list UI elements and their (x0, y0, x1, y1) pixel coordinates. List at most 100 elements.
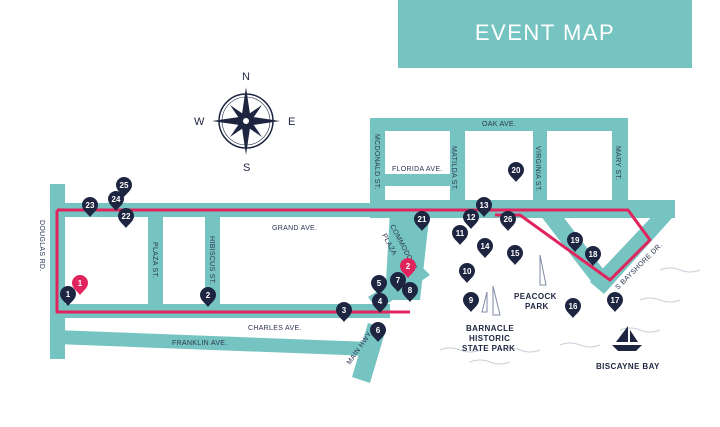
location-marker[interactable]: 7 (390, 272, 406, 292)
location-marker[interactable]: 8 (402, 282, 418, 302)
marker-number: 22 (122, 212, 131, 221)
compass-rose: N S E W (194, 71, 295, 174)
location-marker[interactable]: 15 (507, 245, 523, 265)
map-pin-icon (452, 225, 468, 245)
marker-number: 9 (469, 296, 474, 305)
sailboat-icon (539, 254, 547, 286)
marker-number: 21 (418, 215, 427, 224)
florida-ave (385, 174, 450, 186)
location-marker[interactable]: 23 (82, 197, 98, 217)
oak-ave-label: OAK AVE. (482, 121, 516, 128)
map-pin-icon (607, 292, 623, 312)
mary-st (612, 118, 628, 218)
park-decor (439, 254, 701, 365)
barnacle-label-2: HISTORIC (469, 334, 510, 343)
matilda-st-label: MATILDA ST. (450, 146, 457, 191)
location-marker[interactable]: 22 (118, 208, 134, 228)
peacock-park-label-2: PARK (525, 302, 549, 311)
plaza-st-label: PLAZA ST. (151, 242, 158, 279)
mary-st-label: MARY ST. (614, 146, 621, 180)
marker-number: 18 (589, 250, 598, 259)
location-marker[interactable]: 1 (60, 286, 76, 306)
marker-number: 8 (408, 286, 413, 295)
map-pin-icon (118, 208, 134, 228)
location-marker[interactable]: 3 (336, 302, 352, 322)
marker-number: 20 (512, 166, 521, 175)
map-pin-icon (82, 197, 98, 217)
oak-ave (370, 118, 628, 131)
s-bayshore-dr (590, 208, 672, 294)
sailboat-icon (612, 326, 642, 351)
location-marker[interactable]: 26 (500, 211, 516, 231)
compass-north: N (242, 71, 250, 83)
compass-east: E (288, 116, 295, 128)
barnacle-label: BARNACLE (466, 324, 514, 333)
biscayne-bay-label: BISCAYNE BAY (596, 362, 660, 371)
place-labels: BARNACLE HISTORIC STATE PARK PEACOCK PAR… (462, 292, 660, 371)
peacock-park-label: PEACOCK (514, 292, 557, 301)
marker-number: 3 (342, 306, 347, 315)
compass-south: S (243, 162, 250, 174)
location-marker[interactable]: 11 (452, 225, 468, 245)
map-pin-icon (370, 322, 386, 342)
highlight-marker[interactable]: 1 (72, 275, 88, 295)
location-marker[interactable]: 6 (370, 322, 386, 342)
location-marker[interactable]: 24 (108, 191, 124, 211)
map-pin-icon (372, 293, 388, 313)
barnacle-label-3: STATE PARK (462, 344, 515, 353)
location-marker[interactable]: 19 (567, 232, 583, 252)
virginia-st-label: VIRGINIA ST. (534, 146, 541, 192)
grand-ave-label: GRAND AVE. (272, 225, 317, 232)
hibiscus-st-label: HIBISCUS ST. (208, 236, 215, 285)
map-pin-icon (585, 246, 601, 266)
location-marker[interactable]: 21 (414, 211, 430, 231)
map-pin-icon (60, 286, 76, 306)
page-title: EVENT MAP (474, 20, 616, 45)
location-marker[interactable]: 16 (565, 298, 581, 318)
title-banner: EVENT MAP (398, 0, 692, 68)
franklin-ave (55, 330, 372, 356)
location-marker[interactable]: 20 (508, 162, 524, 182)
map-pin-icon (72, 275, 88, 295)
location-marker[interactable]: 9 (463, 292, 479, 312)
marker-number: 1 (78, 279, 83, 288)
map-pin-icon (567, 232, 583, 252)
waves-icon (439, 267, 701, 365)
location-marker[interactable]: 2 (200, 287, 216, 307)
map-pin-icon (508, 162, 524, 182)
marker-number: 17 (611, 296, 620, 305)
charles-ave-label: CHARLES AVE. (248, 325, 302, 332)
map-pin-icon (116, 177, 132, 197)
marker-number: 19 (571, 236, 580, 245)
location-marker[interactable]: 25 (116, 177, 132, 197)
location-marker[interactable]: 4 (372, 293, 388, 313)
marker-number: 26 (504, 215, 513, 224)
marker-number: 15 (511, 249, 520, 258)
location-marker[interactable]: 12 (463, 209, 479, 229)
location-marker[interactable]: 14 (477, 238, 493, 258)
map-pin-icon (507, 245, 523, 265)
event-route (55, 208, 652, 314)
location-marker[interactable]: 13 (476, 197, 492, 217)
marker-number: 1 (66, 290, 71, 299)
marker-number: 10 (463, 267, 472, 276)
map-pin-icon (565, 298, 581, 318)
map-pin-icon (463, 292, 479, 312)
mcdonald-st-label: MCDONALD ST. (373, 134, 380, 190)
location-marker[interactable]: 17 (607, 292, 623, 312)
marker-number: 16 (569, 302, 578, 311)
marker-number: 14 (481, 242, 490, 251)
map-pin-icon (402, 282, 418, 302)
map-pin-icon (463, 209, 479, 229)
douglas-rd-label: DOUGLAS RD. (38, 220, 45, 272)
marker-number: 13 (480, 201, 489, 210)
location-marker[interactable]: 18 (585, 246, 601, 266)
marker-number: 2 (206, 291, 211, 300)
highlight-marker[interactable]: 2 (400, 258, 416, 278)
street-network (50, 118, 675, 383)
location-marker[interactable]: 10 (459, 263, 475, 283)
sailboat-icon (492, 285, 501, 316)
location-marker[interactable]: 5 (371, 275, 387, 295)
marker-number: 5 (377, 279, 382, 288)
marker-number: 4 (378, 297, 383, 306)
